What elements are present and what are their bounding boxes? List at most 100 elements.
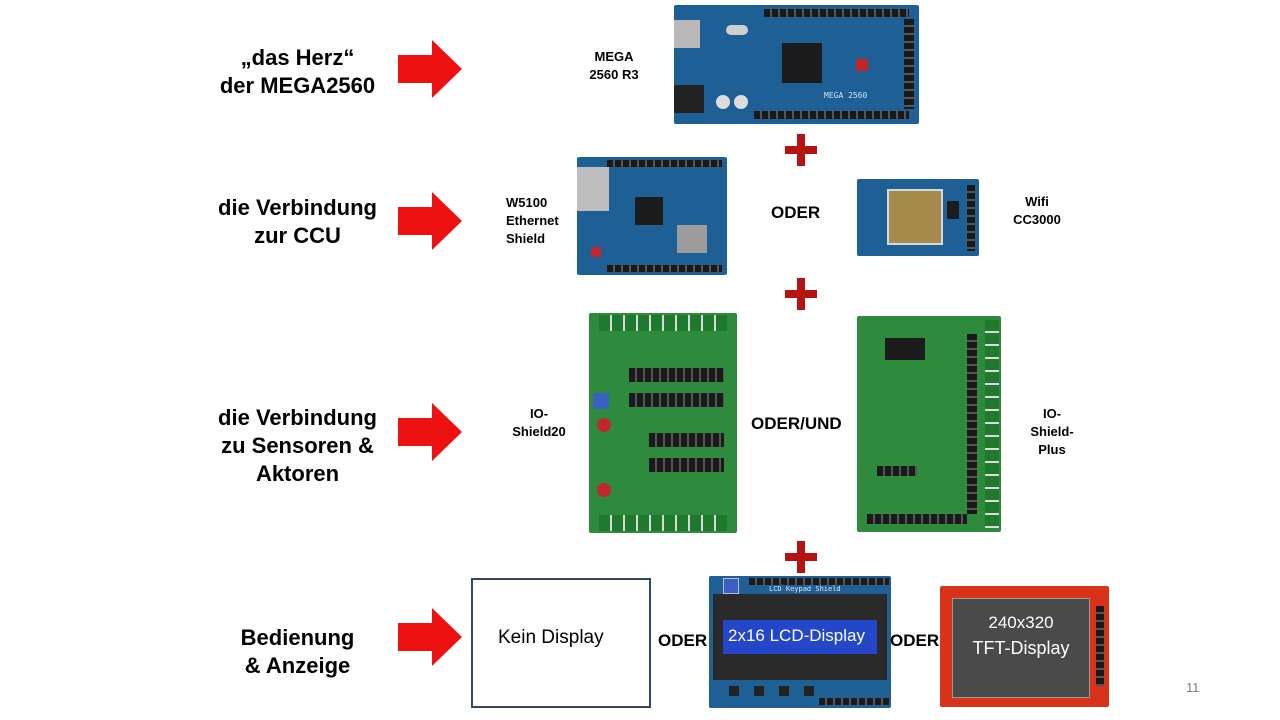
reset-button [856, 59, 868, 71]
lcd-keypad-shield-image: LCD Keypad Shield 2x16 LCD-Display [709, 576, 891, 708]
plus-icon [785, 278, 817, 310]
lcd-screen [723, 620, 877, 654]
lcd-silkscreen: LCD Keypad Shield [769, 585, 841, 593]
tft-label: 240x320 TFT-Display [953, 611, 1089, 661]
header-pins [904, 19, 914, 109]
io-shield-plus-label: IO- Shield- Plus [1024, 405, 1080, 459]
row-title-line: & Anzeige [244, 653, 351, 678]
w5100-label-line: Shield [506, 231, 546, 246]
w5100-label: W5100 Ethernet Shield [506, 194, 559, 248]
crystal [726, 25, 748, 35]
cc3000-module [887, 189, 943, 245]
header-pins [877, 466, 917, 476]
row-title-line: die Verbindung [218, 405, 377, 430]
power-jack [674, 85, 704, 113]
capacitor [734, 95, 748, 109]
mega-label-line: MEGA [594, 49, 634, 64]
button [804, 686, 814, 696]
button [729, 686, 739, 696]
reset-button [591, 247, 601, 257]
arrow-right-icon [398, 192, 462, 250]
row-title-line: die Verbindung [218, 195, 377, 220]
header-pins [967, 185, 975, 251]
header-pins [749, 578, 889, 585]
io-shield-plus-label-line: Shield- [1030, 424, 1074, 439]
io-shield20-label-line: IO- [529, 406, 549, 421]
header-pins [607, 265, 722, 272]
mega2560-board-image: MEGA 2560 [674, 5, 919, 124]
rj45-jack [577, 167, 609, 211]
header-pins [649, 433, 724, 447]
usb-port [674, 20, 700, 48]
oder-connector: ODER [658, 631, 708, 650]
mcu-chip [782, 43, 822, 83]
mega-silkscreen: MEGA 2560 [824, 91, 868, 100]
oder-connector: ODER [771, 203, 821, 222]
w5100-ethernet-shield-image [577, 157, 727, 275]
row-title-line: zur CCU [254, 223, 341, 248]
row-title-heart: „das Herz“ der MEGA2560 [190, 44, 405, 100]
ic-chip [885, 338, 925, 360]
button [779, 686, 789, 696]
header-pins [629, 393, 724, 407]
no-display-box: Kein Display [471, 578, 651, 708]
header-pins [754, 111, 909, 119]
arrow-right-icon [398, 40, 462, 98]
header-pins [629, 368, 724, 382]
arrow-right-icon [398, 403, 462, 461]
potentiometer [593, 393, 609, 409]
potentiometer [723, 578, 739, 594]
row-title-line: Bedienung [240, 625, 355, 650]
plus-icon [785, 541, 817, 573]
lcd-display-label: 2x16 LCD-Display [728, 626, 865, 645]
row-title-operation-display: Bedienung & Anzeige [190, 624, 405, 680]
header-pins [649, 458, 724, 472]
io-shield-plus-label-line: Plus [1038, 442, 1066, 457]
mega-label-line: 2560 R3 [589, 67, 639, 82]
wifi-label: Wifi CC3000 [1013, 193, 1061, 229]
oder-und-connector: ODER/UND [751, 414, 842, 433]
row-title-line: Aktoren [255, 461, 340, 486]
no-display-label: Kein Display [498, 627, 604, 648]
io-shield-plus-label-line: IO- [1042, 406, 1062, 421]
row-title-ccu-connection: die Verbindung zur CCU [190, 194, 405, 250]
page-number: 11 [1186, 680, 1200, 695]
header-pins [819, 698, 889, 705]
header-pins [1096, 606, 1104, 686]
sd-slot [677, 225, 707, 253]
button [597, 483, 611, 497]
header-pins [867, 514, 967, 524]
wifi-cc3000-board-image [857, 179, 979, 256]
button [754, 686, 764, 696]
terminal-block [599, 315, 727, 331]
w5100-chip [635, 197, 663, 225]
wifi-label-line: CC3000 [1013, 212, 1061, 227]
row-title-line: der MEGA2560 [219, 73, 376, 98]
terminal-block [985, 320, 999, 528]
regulator-chip [947, 201, 959, 219]
wifi-label-line: Wifi [1025, 194, 1049, 209]
io-shield-plus-board-image [857, 316, 1001, 532]
header-pins [967, 334, 977, 514]
w5100-label-line: W5100 [506, 195, 548, 210]
row-title-line: „das Herz“ [240, 45, 355, 70]
tft-display-image: 240x320 TFT-Display [940, 586, 1109, 707]
terminal-block [599, 515, 727, 531]
oder-connector: ODER [890, 631, 940, 650]
plus-icon [785, 134, 817, 166]
tft-label-line: TFT-Display [972, 638, 1070, 658]
tft-label-line: 240x320 [988, 613, 1054, 632]
header-pins [607, 160, 722, 167]
arrow-right-icon [398, 608, 462, 666]
button [597, 418, 611, 432]
io-shield20-board-image [589, 313, 737, 533]
row-title-line: zu Sensoren & [221, 433, 374, 458]
io-shield20-label: IO- Shield20 [509, 405, 569, 441]
w5100-label-line: Ethernet [506, 213, 559, 228]
row-title-sensor-connection: die Verbindung zu Sensoren & Aktoren [190, 404, 405, 488]
header-pins [764, 9, 909, 17]
capacitor [716, 95, 730, 109]
mega-label: MEGA 2560 R3 [588, 48, 640, 84]
io-shield20-label-line: Shield20 [512, 424, 566, 439]
tft-screen: 240x320 TFT-Display [952, 598, 1090, 698]
